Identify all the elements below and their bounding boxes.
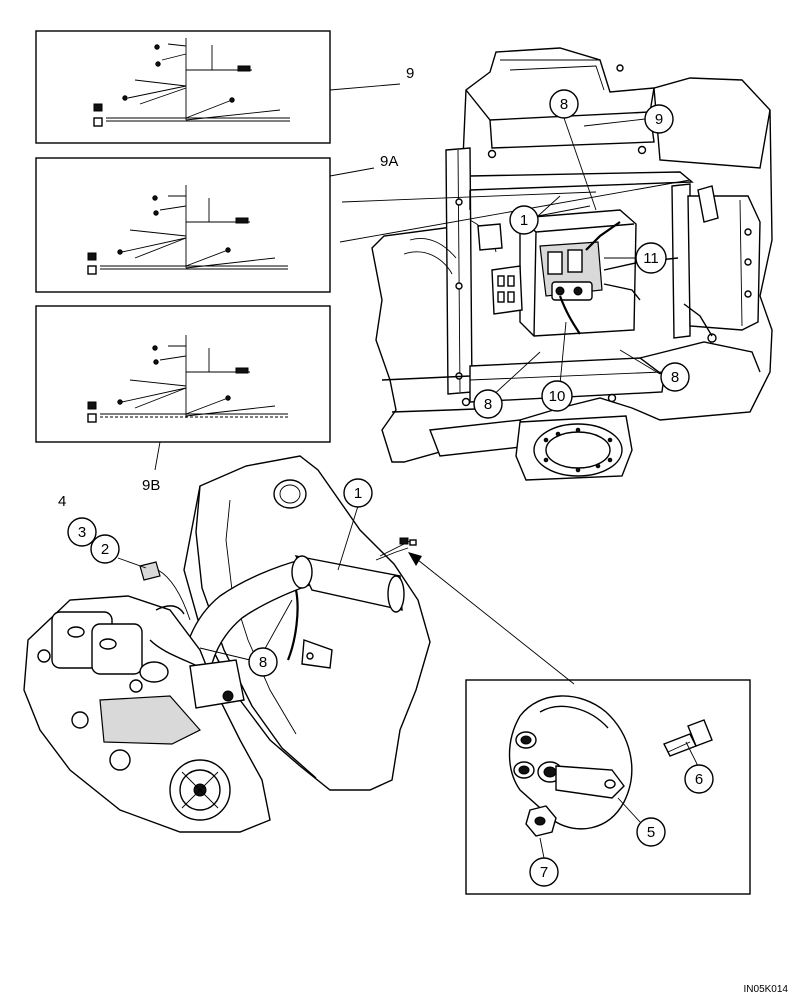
callout-8-right: 8	[660, 362, 690, 392]
figure-code: IN05K014	[744, 984, 789, 995]
callout-5: 5	[636, 817, 666, 847]
svg-text:10: 10	[549, 388, 566, 405]
leader-lines	[117, 117, 699, 859]
svg-text:3: 3	[78, 524, 86, 541]
callout-8-engine: 8	[248, 647, 278, 677]
svg-text:6: 6	[695, 771, 703, 788]
callout-2: 2	[90, 534, 120, 564]
svg-text:11: 11	[643, 250, 659, 267]
svg-text:2: 2	[101, 541, 109, 558]
svg-text:1: 1	[520, 212, 528, 229]
callout-1-top: 1	[509, 205, 539, 235]
horn-pointer-arrow	[408, 552, 422, 566]
svg-text:8: 8	[484, 396, 492, 413]
svg-text:8: 8	[560, 96, 568, 113]
chassis-illustration	[339, 47, 773, 481]
svg-text:7: 7	[540, 864, 548, 881]
harness-inset-9	[35, 30, 331, 144]
callout-6: 6	[684, 764, 714, 794]
callout-11: 11	[635, 242, 667, 274]
harness-label-9: 9	[406, 65, 414, 82]
svg-text:8: 8	[671, 369, 679, 386]
harness-inset-9b	[35, 305, 331, 443]
callout-8-mid: 8	[473, 389, 503, 419]
harness-label-9a: 9A	[380, 153, 398, 170]
svg-text:1: 1	[354, 485, 362, 502]
svg-text:8: 8	[259, 654, 267, 671]
callout-10: 10	[541, 380, 573, 412]
engine-illustration	[23, 455, 431, 833]
callout-7: 7	[529, 857, 559, 887]
svg-text:5: 5	[647, 824, 655, 841]
assembly-label-4: 4	[58, 493, 66, 510]
callout-3: 3	[67, 517, 97, 547]
harness-label-9b: 9B	[142, 477, 160, 494]
svg-text:9: 9	[655, 111, 663, 128]
harness-inset-9a	[35, 157, 331, 293]
callout-1-engine: 1	[343, 478, 373, 508]
callout-8-top: 8	[549, 89, 579, 119]
callout-9-top: 9	[644, 104, 674, 134]
